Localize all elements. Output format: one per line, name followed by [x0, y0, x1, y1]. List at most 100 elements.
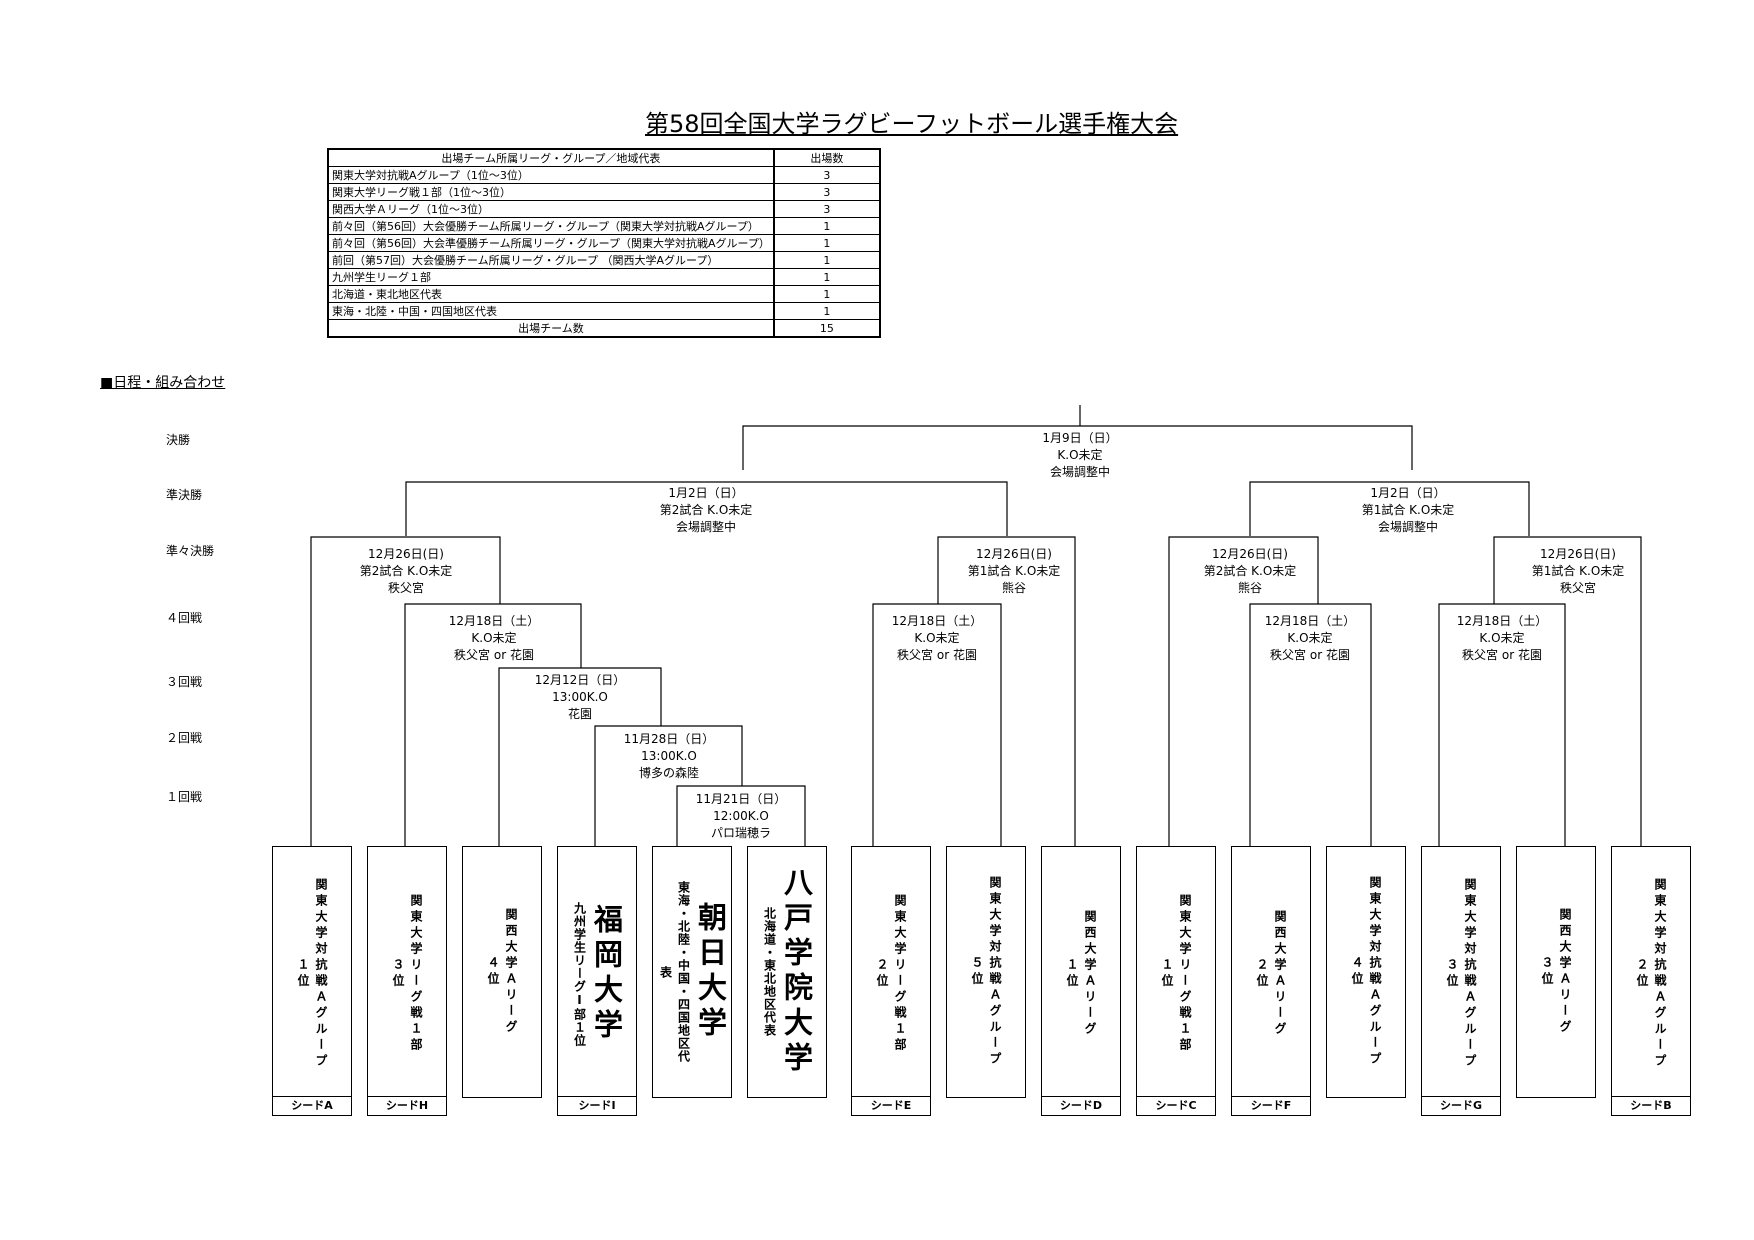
team-rank: ３位 — [1445, 958, 1459, 990]
seed-label: シードB — [1612, 1096, 1690, 1115]
total-count: 15 — [772, 319, 881, 338]
match-venue: 会場調整中 — [1377, 520, 1438, 534]
team-name: 関東大学対抗戦Ａグループ — [1368, 876, 1382, 1068]
match-venue: パロ瑞穂ラ — [710, 826, 771, 840]
team-box-12: 関東大学対抗戦Ａグループ ４位 — [1326, 846, 1406, 1098]
match-venue: 秩父宮 or 花園 — [897, 648, 977, 662]
participation-quota-table: 出場チーム所属リーグ・グループ／地域代表 出場数 関東大学対抗戦Aグループ（1位… — [327, 148, 881, 338]
bracket-qf2 — [937, 536, 1076, 846]
match-kickoff: K.O未定 — [1057, 448, 1103, 462]
bracket-semi-left — [405, 481, 1008, 536]
match-date: 12月18日（土） — [891, 614, 983, 628]
total-label: 出場チーム数 — [327, 319, 775, 338]
match-date: 12月12日（日） — [534, 673, 626, 687]
match-venue: 熊谷 — [1001, 581, 1026, 595]
seed-label: シードC — [1137, 1096, 1215, 1115]
match-date: 12月18日（土） — [1264, 614, 1356, 628]
team-rank: １位 — [1160, 958, 1174, 990]
seed-label: シードD — [1042, 1096, 1120, 1115]
team-name: 関東大学対抗戦Ａグループ — [988, 876, 1002, 1068]
match-info-r3: 12月12日（日） 13:00K.O 花園 — [490, 672, 670, 723]
team-box-7: 関東大学リーグ戦１部 ２位 シードE — [851, 846, 931, 1116]
team-name: 関東大学リーグ戦１部 — [893, 894, 907, 1054]
table-row: 関東大学対抗戦Aグループ（1位〜3位）3 — [327, 166, 881, 184]
table-row: 関東大学リーグ戦１部（1位〜3位）3 — [327, 183, 881, 201]
match-kickoff: 12:00K.O — [713, 809, 769, 823]
match-kickoff: 13:00K.O — [641, 749, 697, 763]
team-name: 関西大学Ａリーグ — [1083, 910, 1097, 1038]
match-kickoff: 第2試合 K.O未定 — [359, 564, 453, 578]
bracket-r4-1 — [404, 603, 582, 846]
schedule-section-title: ■日程・組み合わせ — [100, 375, 226, 391]
match-info-qf2: 12月26日(日) 第1試合 K.O未定 熊谷 — [924, 546, 1104, 597]
match-venue: 会場調整中 — [675, 520, 736, 534]
match-date: 1月2日（日） — [1370, 486, 1446, 500]
bracket-final — [742, 405, 1413, 470]
seed-label: シードH — [368, 1096, 446, 1115]
row-label: 関東大学対抗戦Aグループ（1位〜3位） — [327, 166, 775, 184]
match-date: 1月9日（日） — [1042, 431, 1118, 445]
match-kickoff: K.O未定 — [471, 631, 517, 645]
team-box-4: 福岡大学 九州学生リーグⅠ部１位 シードI — [557, 846, 637, 1116]
bracket-qf1 — [310, 536, 501, 846]
team-box-8: 関東大学対抗戦Ａグループ ５位 — [946, 846, 1026, 1098]
seed-label: シードF — [1232, 1096, 1310, 1115]
team-name: 関東大学リーグ戦１部 — [1178, 894, 1192, 1054]
match-date: 12月26日(日) — [976, 547, 1052, 561]
team-name: 関東大学対抗戦Ａグループ — [314, 878, 328, 1070]
match-date: 1月2日（日） — [668, 486, 744, 500]
team-rank: ２位 — [1255, 958, 1269, 990]
round-label-round1: １回戦 — [166, 790, 203, 804]
match-venue: 博多の森陸 — [638, 766, 699, 780]
team-name: 朝日大学 — [693, 902, 728, 1042]
team-box-6: 八戸学院大学 北海道・東北地区代表 — [747, 846, 827, 1098]
row-count: 1 — [772, 302, 881, 320]
team-name: 福岡大学 — [589, 904, 624, 1044]
team-box-10: 関東大学リーグ戦１部 １位 シードC — [1136, 846, 1216, 1116]
match-info-semifinal-left: 1月2日（日） 第2試合 K.O未定 会場調整中 — [616, 485, 796, 536]
team-name: 関西大学Ａリーグ — [1558, 908, 1572, 1036]
match-info-r2: 11月28日（日） 13:00K.O 博多の森陸 — [579, 731, 759, 782]
row-label: 前回（第57回）大会優勝チーム所属リーグ・グループ （関西大学Aグループ） — [327, 251, 775, 269]
match-date: 12月26日(日) — [368, 547, 444, 561]
table-row: 前々回（第56回）大会準優勝チーム所属リーグ・グループ（関東大学対抗戦Aグループ… — [327, 234, 881, 252]
match-kickoff: K.O未定 — [1479, 631, 1525, 645]
seed-label: シードI — [558, 1096, 636, 1115]
team-name: 関東大学対抗戦Ａグループ — [1653, 878, 1667, 1070]
bracket-r4-2 — [872, 603, 1002, 846]
round-label-semifinal: 準決勝 — [166, 488, 203, 502]
seed-label: シードE — [852, 1096, 930, 1115]
team-box-5: 朝日大学 東海・北陸・中国・四国地区代 表 — [652, 846, 732, 1098]
round-label-round4: ４回戦 — [166, 611, 203, 625]
match-kickoff: 第2試合 K.O未定 — [1203, 564, 1297, 578]
match-info-r4-2: 12月18日（土） K.O未定 秩父宮 or 花園 — [847, 613, 1027, 664]
match-info-final: 1月9日（日） K.O未定 会場調整中 — [990, 430, 1170, 481]
match-info-r4-3: 12月18日（土） K.O未定 秩父宮 or 花園 — [1220, 613, 1400, 664]
team-box-2: 関東大学リーグ戦１部 ３位 シードH — [367, 846, 447, 1116]
row-label: 関東大学リーグ戦１部（1位〜3位） — [327, 183, 775, 201]
match-venue: 秩父宮 — [387, 581, 424, 595]
match-info-qf4: 12月26日(日) 第1試合 K.O未定 秩父宮 — [1488, 546, 1668, 597]
seed-label: シードG — [1422, 1096, 1500, 1115]
match-info-qf3: 12月26日(日) 第2試合 K.O未定 熊谷 — [1160, 546, 1340, 597]
match-venue: 秩父宮 or 花園 — [454, 648, 534, 662]
team-box-11: 関西大学Ａリーグ ２位 シードF — [1231, 846, 1311, 1116]
bracket-qf4 — [1493, 536, 1642, 846]
team-box-1: 関東大学対抗戦Ａグループ １位 シードA — [272, 846, 352, 1116]
row-label: 北海道・東北地区代表 — [327, 285, 775, 303]
team-box-15: 関東大学対抗戦Ａグループ ２位 シードB — [1611, 846, 1691, 1116]
team-rank: ３位 — [1540, 956, 1554, 988]
row-label: 前々回（第56回）大会優勝チーム所属リーグ・グループ（関東大学対抗戦Aグループ） — [327, 217, 775, 235]
table-row: 前回（第57回）大会優勝チーム所属リーグ・グループ （関西大学Aグループ）1 — [327, 251, 881, 269]
team-rank: ５位 — [970, 956, 984, 988]
match-info-r4-4: 12月18日（土） K.O未定 秩父宮 or 花園 — [1412, 613, 1592, 664]
team-name: 関西大学Ａリーグ — [504, 908, 518, 1036]
team-name: 関東大学対抗戦Ａグループ — [1463, 878, 1477, 1070]
match-venue: 花園 — [567, 707, 592, 721]
team-box-3: 関西大学Ａリーグ ４位 — [462, 846, 542, 1098]
row-label: 九州学生リーグ１部 — [327, 268, 775, 286]
team-rank: ４位 — [486, 956, 500, 988]
match-info-r4-1: 12月18日（土） K.O未定 秩父宮 or 花園 — [404, 613, 584, 664]
